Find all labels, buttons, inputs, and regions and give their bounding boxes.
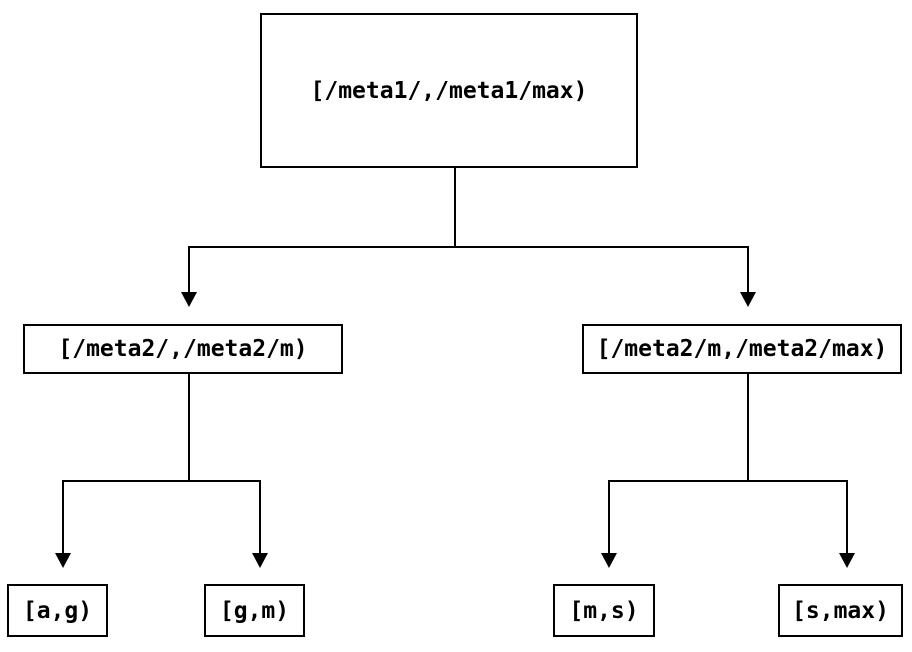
tree-node-leaf-3-label: [m,s) [569,597,639,624]
connector-root-stem [454,168,456,247]
tree-node-leaf-3: [m,s) [553,584,655,637]
tree-node-leaf-2: [g,m) [204,584,305,637]
connector-left-stem [188,374,190,481]
connector-right-leaf3-drop [608,480,610,553]
connector-right-stem [747,374,749,481]
tree-node-root-label: [/meta1/,/meta1/max) [310,77,588,104]
tree-node-level2-right-label: [/meta2/m,/meta2/max) [596,336,888,362]
tree-node-level2-left: [/meta2/,/meta2/m) [23,324,343,374]
tree-node-leaf-1-label: [a,g) [22,597,93,624]
connector-right-crossbar [608,480,848,482]
connector-left-crossbar [62,480,261,482]
connector-root-left-drop [188,246,190,293]
arrowhead-down-icon [252,553,268,568]
tree-node-level2-left-label: [/meta2/,/meta2/m) [58,336,308,362]
arrowhead-down-icon [839,553,855,568]
arrowhead-down-icon [181,292,197,307]
connector-root-right-drop [747,246,749,293]
arrowhead-down-icon [55,553,71,568]
connector-left-leaf2-drop [259,480,261,553]
connector-left-leaf1-drop [62,480,64,553]
tree-node-level2-right: [/meta2/m,/meta2/max) [582,324,902,374]
tree-node-leaf-4: [s,max) [778,584,903,637]
tree-node-leaf-2-label: [g,m) [219,597,290,624]
tree-node-root: [/meta1/,/meta1/max) [260,13,638,168]
arrowhead-down-icon [740,292,756,307]
tree-node-leaf-1: [a,g) [7,584,108,637]
arrowhead-down-icon [601,553,617,568]
connector-right-leaf4-drop [846,480,848,553]
tree-node-leaf-4-label: [s,max) [792,597,889,624]
connector-root-crossbar [188,246,749,248]
